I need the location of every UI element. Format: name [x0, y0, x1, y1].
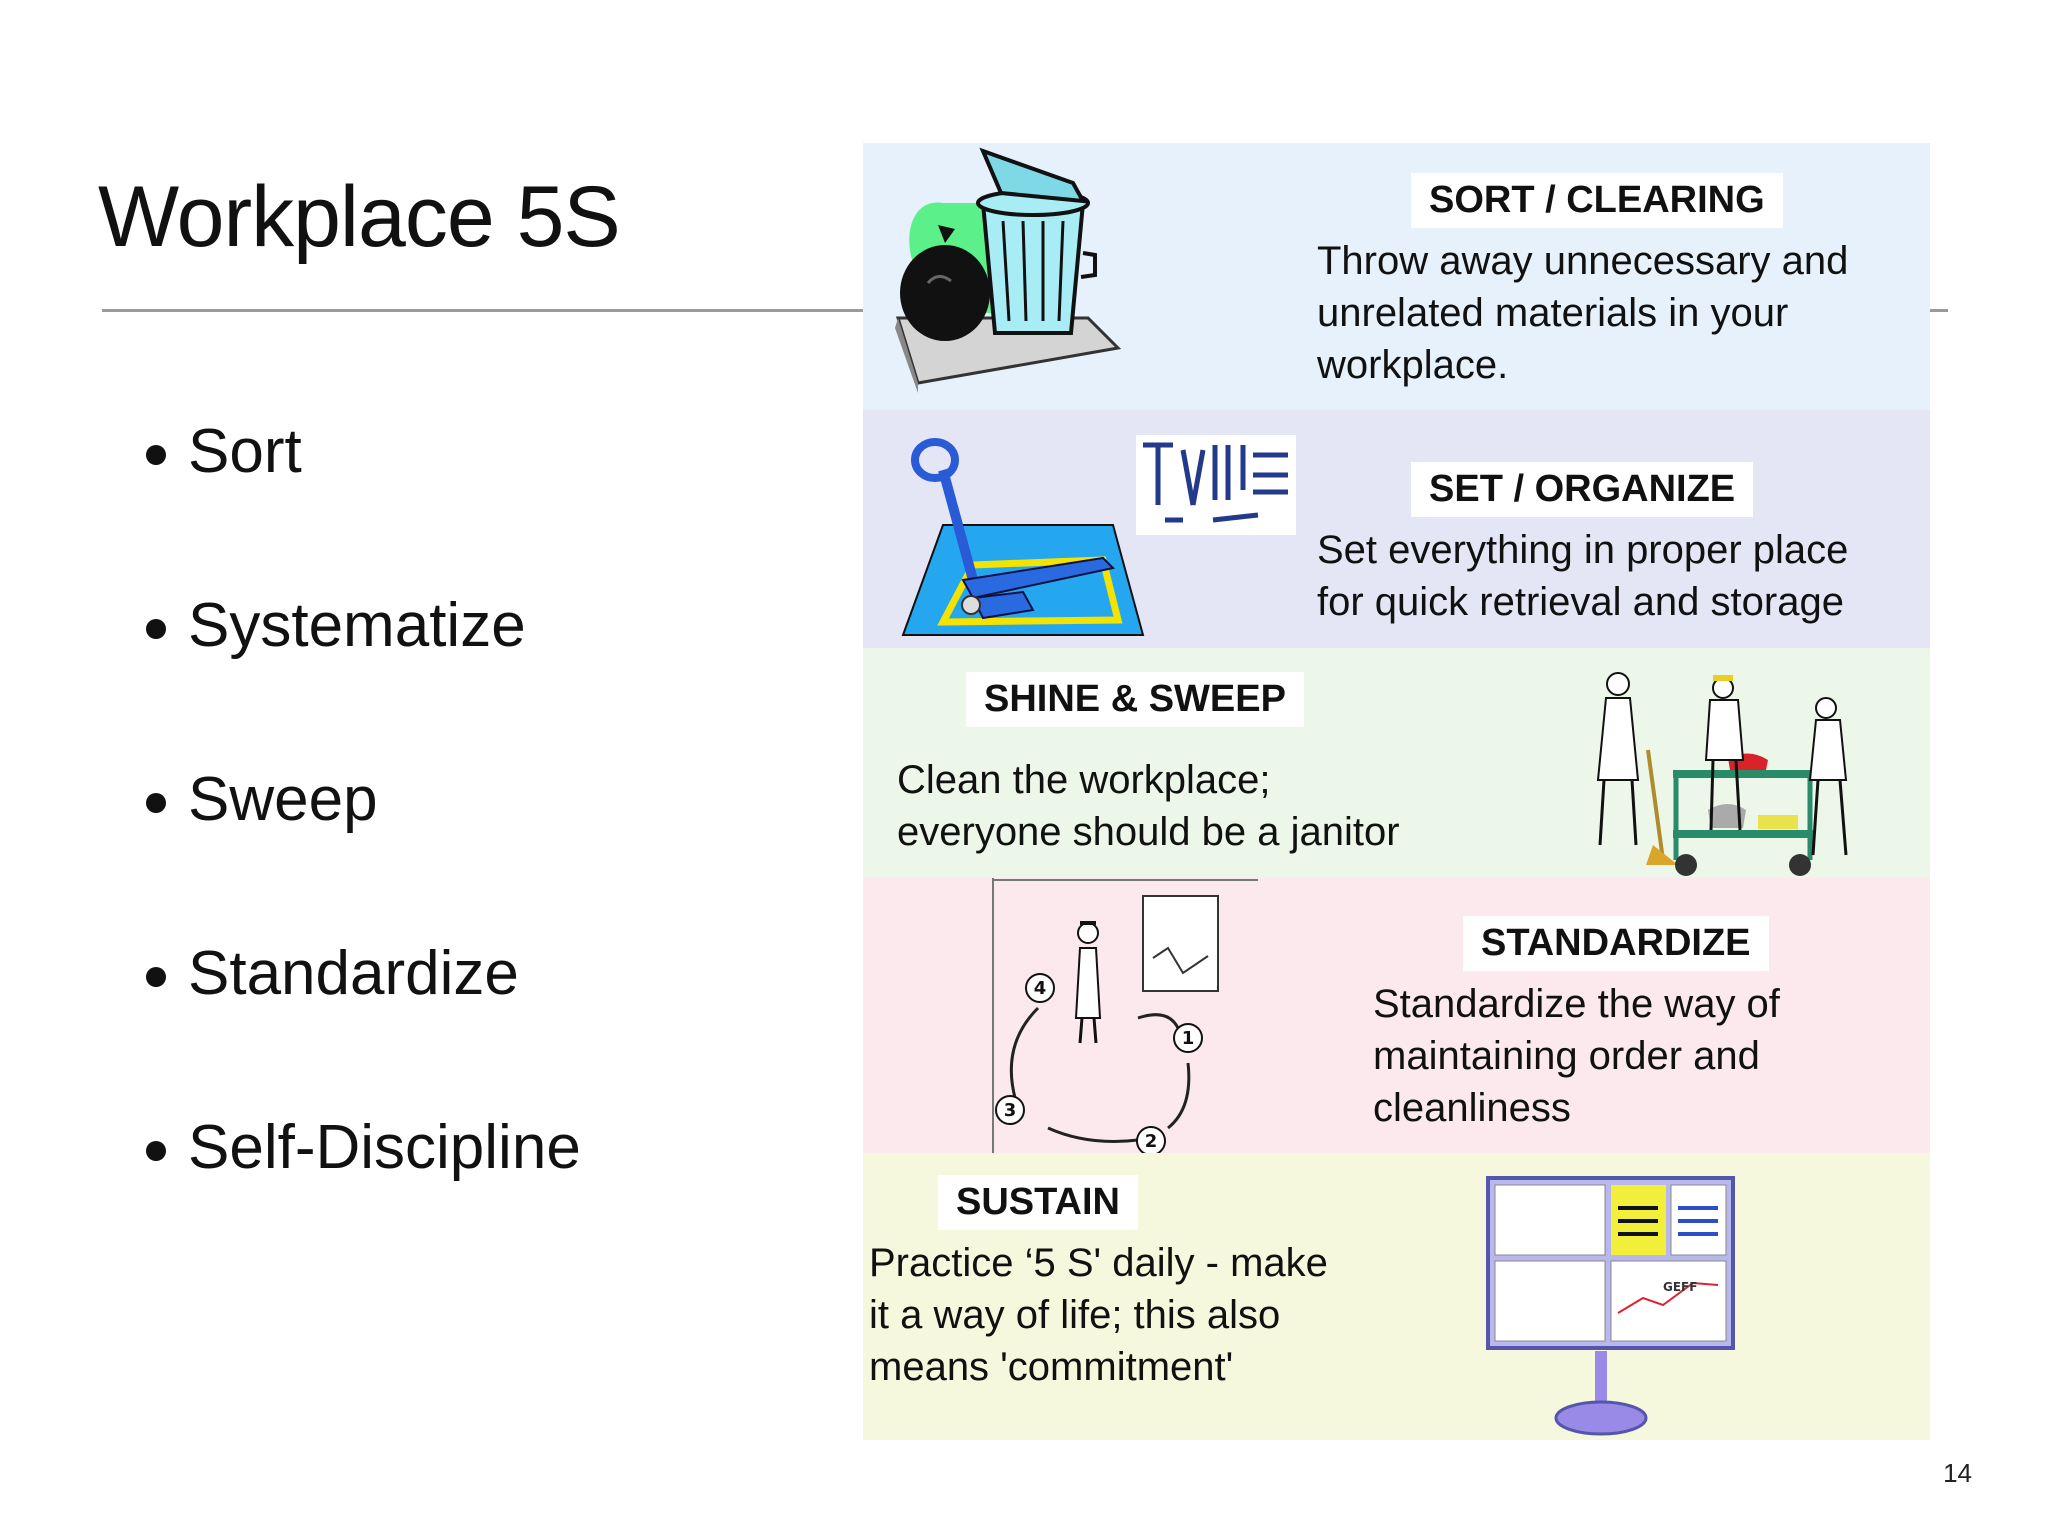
- trash-can-icon: [895, 147, 1122, 393]
- bullet-text: Sort: [188, 417, 302, 486]
- board-label: GEFF: [1663, 1280, 1697, 1294]
- bullet-dot: [146, 1141, 166, 1161]
- sustain-heading: SUSTAIN: [938, 1175, 1138, 1230]
- five-s-infographic: SORT / CLEARING Throw away unnecessary a…: [863, 143, 1930, 1440]
- description-line: Set everything in proper place: [1317, 528, 1849, 572]
- cycle-step-3: 3: [1004, 1100, 1017, 1121]
- cleaning-crew-icon: [1596, 672, 1848, 876]
- cycle-step-4: 4: [1034, 978, 1047, 999]
- sort-panel: SORT / CLEARING Throw away unnecessary a…: [863, 143, 1930, 410]
- cycle-diagram-icon: 1 2 3 4: [992, 878, 1258, 1163]
- bullet-dot: [146, 793, 166, 813]
- description-line: it a way of life; this also: [869, 1293, 1281, 1337]
- cycle-step-1: 1: [1182, 1028, 1195, 1049]
- description-line: Practice ‘5 S' daily - make: [869, 1241, 1328, 1285]
- bullet-text: Self-Discipline: [188, 1113, 581, 1182]
- bullet-text: Sweep: [188, 765, 378, 834]
- description-line: Throw away unnecessary and: [1317, 239, 1849, 283]
- description-line: unrelated materials in your: [1317, 291, 1789, 335]
- description-line: Standardize the way of: [1373, 982, 1780, 1026]
- description-line: means 'commitment': [869, 1345, 1234, 1389]
- description-line: Clean the workplace;: [897, 758, 1271, 802]
- standardize-panel: 1 2 3 4 STANDARDIZE Standardize the way …: [863, 878, 1930, 1163]
- description-line: maintaining order and: [1373, 1034, 1760, 1078]
- bullet-item: Sweep: [140, 763, 581, 937]
- shine-heading: SHINE & SWEEP: [966, 672, 1304, 727]
- bullet-text: Systematize: [188, 591, 526, 660]
- shine-panel: SHINE & SWEEP Clean the workplace; every…: [863, 648, 1930, 878]
- page-number: 14: [1943, 1458, 1972, 1488]
- bullet-list: Sort Systematize Sweep Standardize Self-…: [140, 415, 581, 1285]
- bullet-dot: [146, 967, 166, 987]
- notice-board-icon: GEFF: [1486, 1176, 1735, 1436]
- bullet-text: Standardize: [188, 939, 519, 1008]
- bullet-dot: [146, 619, 166, 639]
- pallet-jack-tools-icon: [901, 435, 1296, 636]
- slide-title: Workplace 5S: [98, 169, 621, 265]
- description-line: cleanliness: [1373, 1086, 1571, 1130]
- sort-heading: SORT / CLEARING: [1411, 173, 1783, 228]
- sustain-panel: SUSTAIN Practice ‘5 S' daily - make it a…: [863, 1153, 1930, 1440]
- standardize-description: Standardize the way of maintaining order…: [1373, 978, 1780, 1134]
- description-line: for quick retrieval and storage: [1317, 580, 1844, 624]
- sustain-description: Practice ‘5 S' daily - make it a way of …: [869, 1237, 1328, 1393]
- description-line: workplace.: [1317, 343, 1509, 387]
- bullet-item: Systematize: [140, 589, 581, 763]
- bullet-item: Standardize: [140, 937, 581, 1111]
- set-heading: SET / ORGANIZE: [1411, 462, 1754, 517]
- shine-description: Clean the workplace; everyone should be …: [897, 754, 1400, 858]
- cycle-step-2: 2: [1145, 1131, 1158, 1152]
- set-panel: SET / ORGANIZE Set everything in proper …: [863, 410, 1930, 648]
- bullet-item: Sort: [140, 415, 581, 589]
- standardize-heading: STANDARDIZE: [1463, 916, 1769, 971]
- bullet-item: Self-Discipline: [140, 1111, 581, 1285]
- sort-description: Throw away unnecessary and unrelated mat…: [1317, 235, 1848, 391]
- description-line: everyone should be a janitor: [897, 810, 1400, 854]
- bullet-dot: [146, 445, 166, 465]
- set-description: Set everything in proper place for quick…: [1317, 524, 1848, 628]
